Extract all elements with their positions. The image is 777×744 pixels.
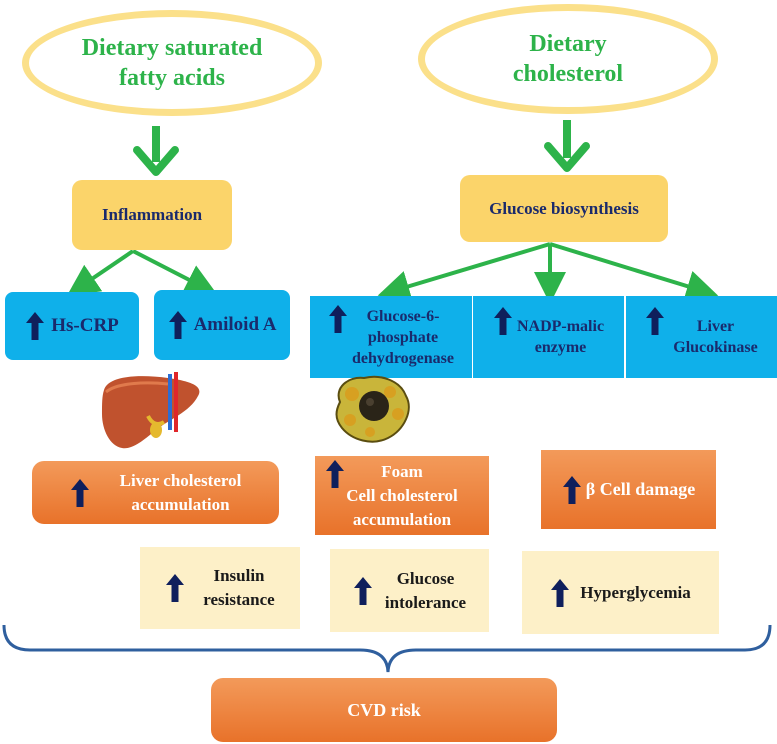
source-label: Dietary cholesterol	[512, 31, 624, 87]
up-arrow-icon	[166, 574, 185, 602]
process-glucose-biosynthesis: Glucose biosynthesis	[460, 175, 668, 242]
marker-liver-glucokinase: Liver Glucokinase	[626, 296, 777, 378]
up-arrow-icon	[168, 311, 187, 339]
effect-label: Liver cholesterol accumulation	[119, 470, 242, 514]
final-label: CVD risk	[347, 699, 421, 720]
connector-line	[66, 249, 135, 296]
marker-label: Hs-CRP	[51, 315, 119, 336]
up-arrow-icon	[70, 478, 89, 507]
final-cvd-risk: CVD risk	[211, 678, 557, 742]
foam-cell-icon	[335, 375, 410, 443]
marker-label: Liver Glucokinase	[673, 318, 758, 356]
up-arrow-icon	[329, 305, 348, 333]
outcome-label: Insulin resistance	[203, 566, 275, 609]
connector-line	[377, 242, 551, 302]
marker-label: Amiloid A	[193, 314, 277, 335]
marker-label: Glucose-6- phosphate dehydrogenase	[352, 307, 454, 367]
up-arrow-icon	[646, 307, 665, 335]
source-ellipse-saturated: Dietary saturated fatty acids	[22, 10, 322, 116]
marker-hs-crp: Hs-CRP	[5, 292, 139, 360]
up-arrow-icon	[551, 578, 570, 607]
process-label: Inflammation	[101, 205, 203, 224]
marker-g6pd: Glucose-6- phosphate dehydrogenase	[310, 296, 472, 378]
outcome-label: Glucose intolerance	[384, 568, 467, 612]
up-arrow-icon	[353, 576, 372, 605]
marker-nadp-malic: NADP-malic enzyme	[473, 296, 624, 378]
up-arrow-icon	[26, 312, 45, 340]
effect-foam-cell: Foam Cell cholesterol accumulation	[315, 456, 489, 535]
up-arrow-icon	[493, 307, 512, 335]
source-ellipse-cholesterol: Dietary cholesterol	[418, 4, 718, 114]
up-arrow-icon	[326, 460, 344, 488]
green-arrow-icon	[133, 126, 179, 176]
bracket	[2, 624, 772, 673]
outcome-label: Hyperglycemia	[580, 582, 691, 602]
connector-line	[549, 242, 719, 302]
outcome-hyperglycemia: Hyperglycemia	[522, 551, 719, 634]
liver-icon	[102, 372, 200, 449]
outcome-glucose-intolerance: Glucose intolerance	[330, 549, 489, 632]
connector-line	[132, 249, 218, 295]
process-label: Glucose biosynthesis	[489, 198, 639, 218]
source-label: Dietary saturated fatty acids	[81, 35, 263, 91]
effect-liver-cholesterol: Liver cholesterol accumulation	[32, 461, 279, 524]
green-arrow-icon	[544, 120, 590, 172]
marker-label: NADP-malic enzyme	[516, 318, 605, 356]
effect-beta-cell: β Cell damage	[541, 450, 716, 529]
outcome-insulin-resistance: Insulin resistance	[140, 547, 300, 629]
up-arrow-icon	[562, 475, 581, 504]
process-inflammation: Inflammation	[72, 180, 232, 250]
marker-amiloid-a: Amiloid A	[154, 290, 290, 360]
effect-label: Foam Cell cholesterol accumulation	[346, 461, 458, 529]
effect-label: β Cell damage	[585, 479, 696, 499]
